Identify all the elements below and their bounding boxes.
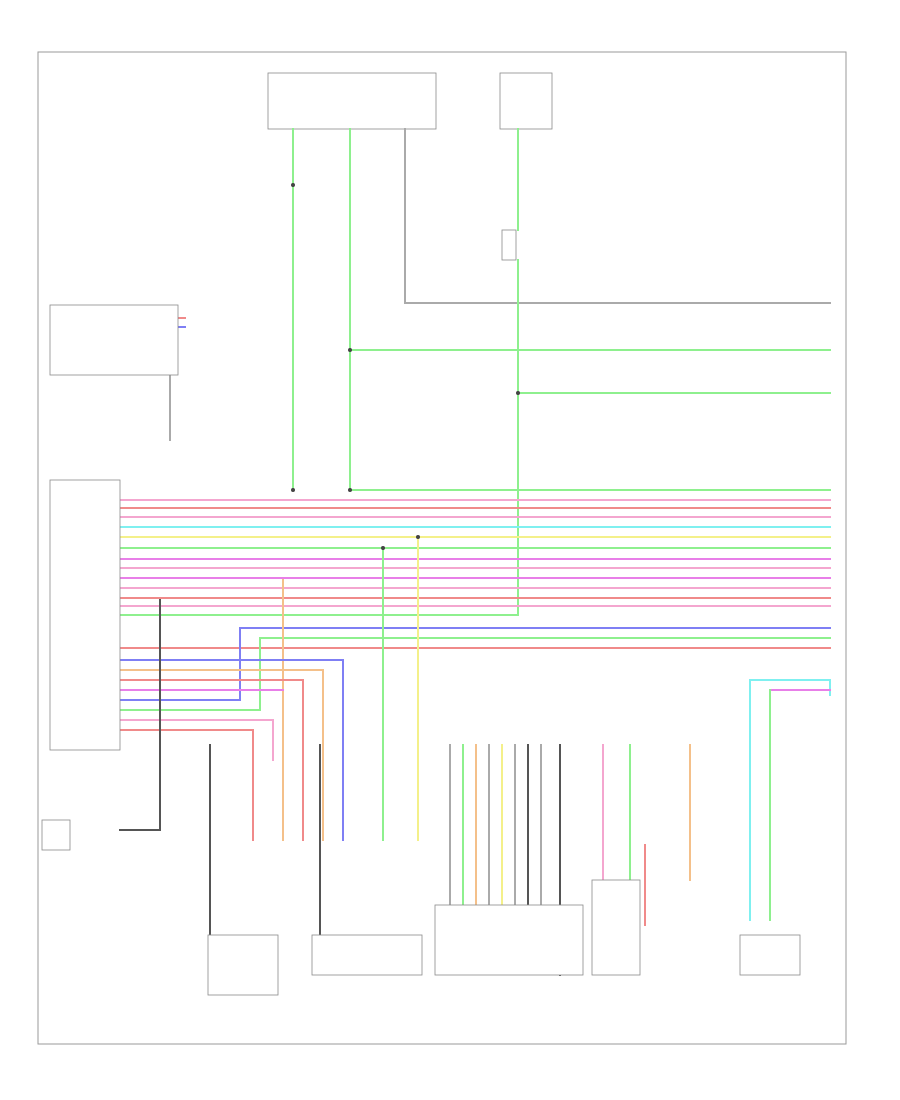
diagram-frame: [37, 51, 847, 1045]
component-box-4: [591, 879, 641, 976]
wire-35: [119, 729, 254, 841]
relay-box: [501, 229, 517, 261]
component-box-1: [207, 934, 279, 996]
component-group: [41, 229, 801, 996]
wire-group: [79, 128, 831, 991]
left-sensor-box: [41, 819, 71, 851]
wire-52: [119, 599, 161, 831]
splice-dot-0: [291, 183, 295, 187]
splice-dot-1: [348, 348, 352, 352]
wire-36: [749, 679, 831, 696]
wire-31: [119, 669, 324, 841]
wire-4: [119, 259, 519, 616]
control-unit-block: [49, 479, 121, 751]
wire-2: [404, 128, 831, 304]
splice-dot-4: [416, 535, 420, 539]
splice-dot-6: [291, 488, 295, 492]
splice-dot-5: [348, 488, 352, 492]
component-box-5: [739, 934, 801, 976]
wire-32: [119, 679, 304, 841]
wire-26: [119, 637, 261, 711]
wire-30: [119, 659, 344, 841]
fuse-box-left: [267, 72, 437, 130]
fuse-box-right: [499, 72, 553, 130]
splice-dot-3: [381, 546, 385, 550]
wire-1: [349, 128, 831, 491]
splice-dot-2: [516, 391, 520, 395]
component-box-2: [311, 934, 423, 976]
control-unit-connector-top: [49, 304, 179, 376]
component-box-3: [434, 904, 584, 976]
wire-34: [119, 719, 274, 761]
